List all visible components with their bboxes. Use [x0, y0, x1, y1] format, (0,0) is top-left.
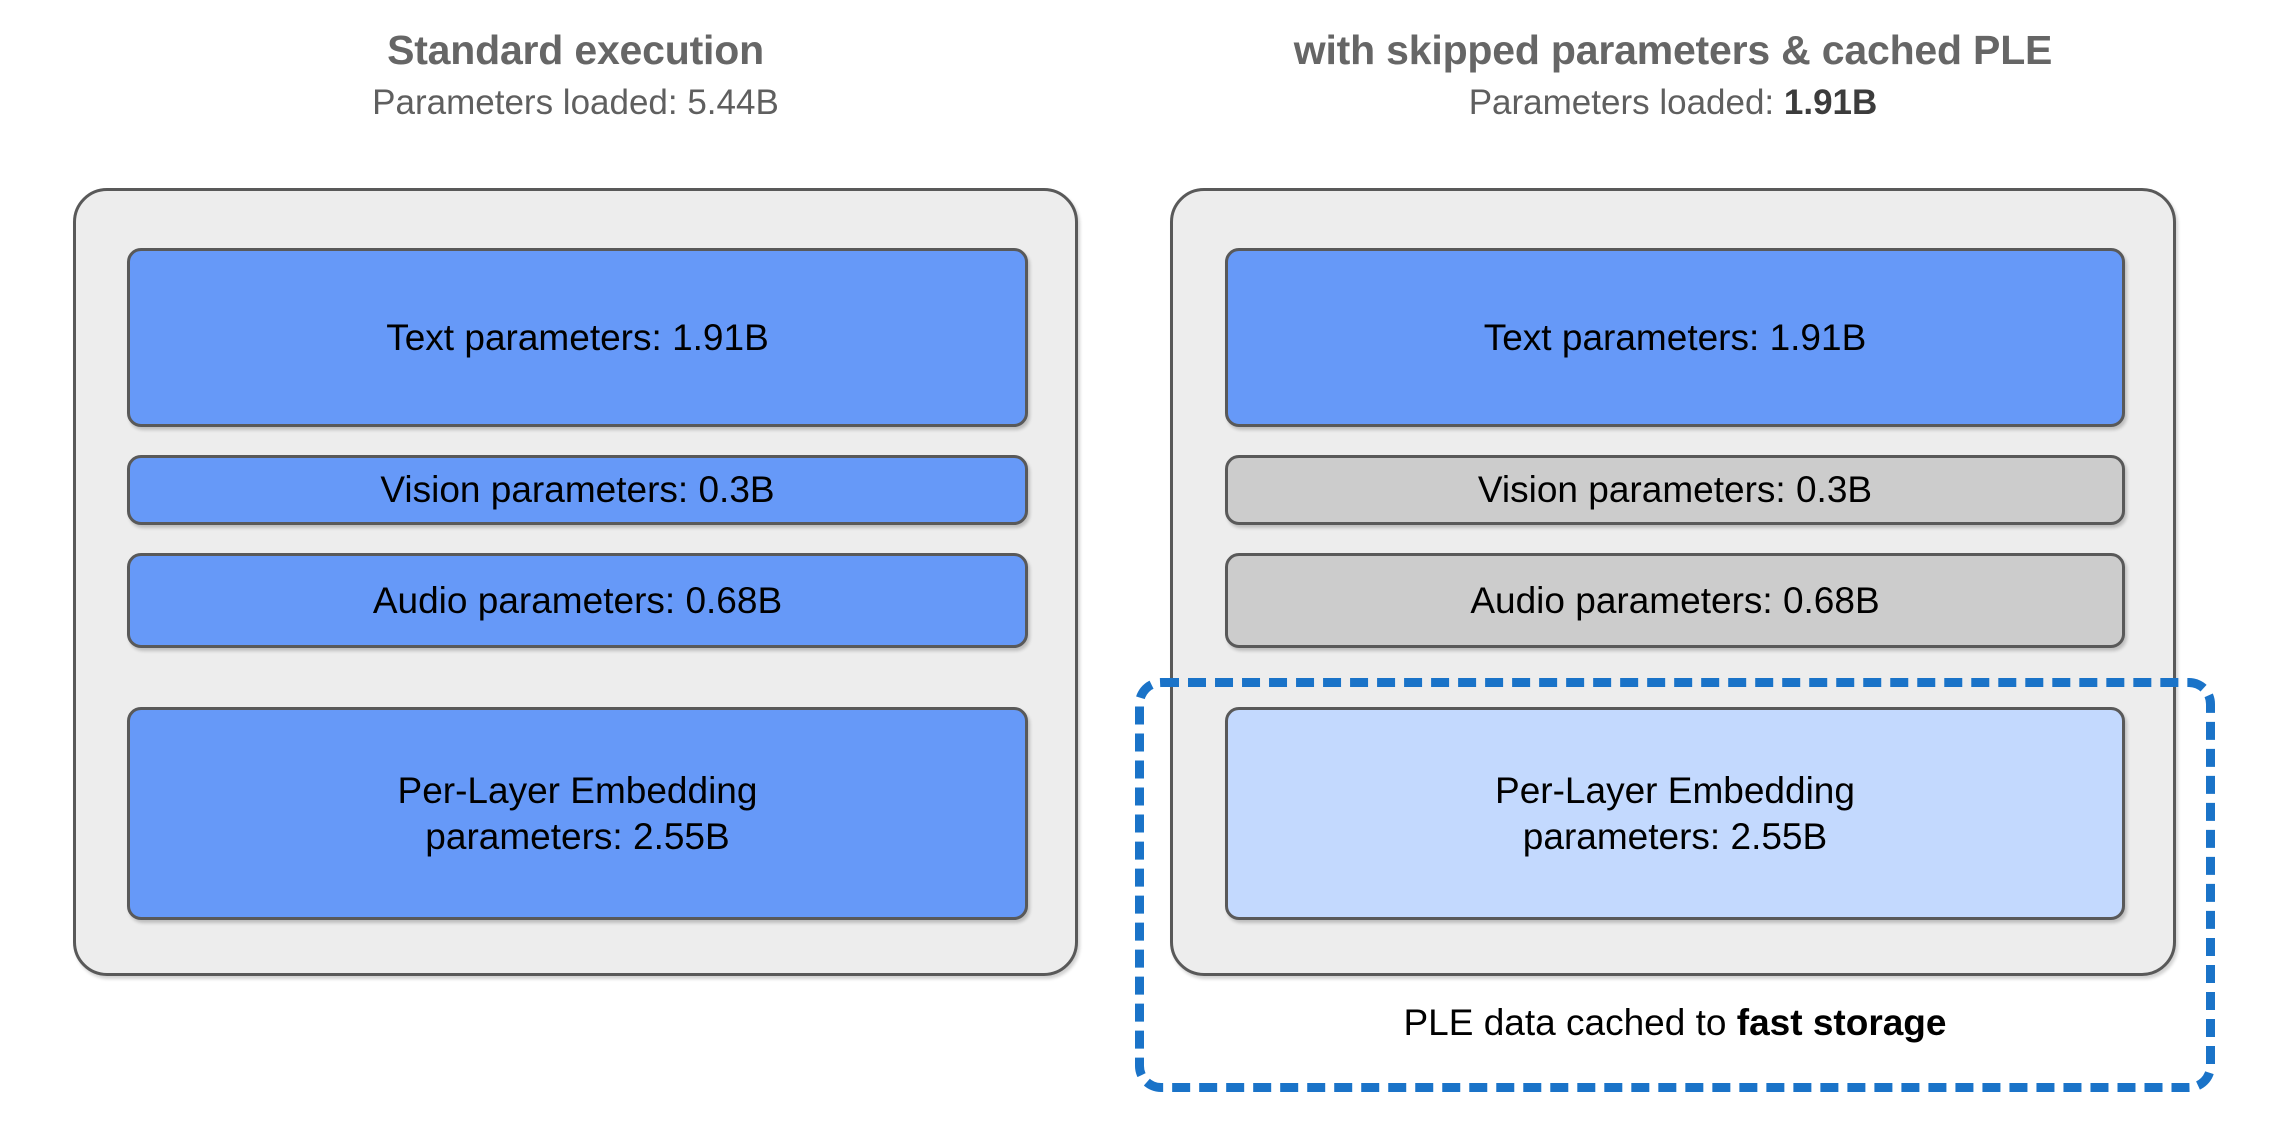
param-box-ple-optimized[interactable]: Per-Layer Embedding parameters: 2.55B: [1225, 707, 2125, 920]
cache-caption-prefix: PLE data cached to: [1403, 1002, 1737, 1043]
param-box-audio-optimized[interactable]: Audio parameters: 0.68B: [1225, 553, 2125, 648]
param-box-audio-standard[interactable]: Audio parameters: 0.68B: [127, 553, 1028, 648]
subtitle-prefix-standard: Parameters loaded:: [372, 83, 688, 122]
subtitle-value-optimized: 1.91B: [1783, 83, 1878, 122]
param-box-ple-standard-line2: parameters: 2.55B: [425, 815, 730, 857]
column-subtitle-optimized: Parameters loaded: 1.91B: [1170, 82, 2176, 124]
cache-region-caption: PLE data cached to fast storage: [1135, 1000, 2215, 1046]
column-subtitle-standard: Parameters loaded: 5.44B: [73, 82, 1078, 124]
param-box-ple-optimized-line2: parameters: 2.55B: [1522, 815, 1828, 857]
param-box-vision-standard[interactable]: Vision parameters: 0.3B: [127, 455, 1028, 525]
column-title-optimized: with skipped parameters & cached PLE: [1293, 27, 2053, 73]
param-box-ple-standard[interactable]: Per-Layer Embedding parameters: 2.55B: [127, 707, 1028, 920]
param-box-ple-standard-line1: Per-Layer Embedding: [397, 769, 758, 811]
param-box-text-standard[interactable]: Text parameters: 1.91B: [127, 248, 1028, 427]
param-box-vision-optimized[interactable]: Vision parameters: 0.3B: [1225, 455, 2125, 525]
param-box-ple-optimized-line1: Per-Layer Embedding: [1495, 769, 1855, 811]
param-box-text-optimized[interactable]: Text parameters: 1.91B: [1225, 248, 2125, 427]
subtitle-prefix-optimized: Parameters loaded:: [1468, 83, 1784, 122]
subtitle-value-standard: 5.44B: [687, 83, 779, 122]
cache-caption-emphasis: fast storage: [1736, 1002, 1947, 1043]
column-title-standard: Standard execution: [387, 27, 764, 73]
